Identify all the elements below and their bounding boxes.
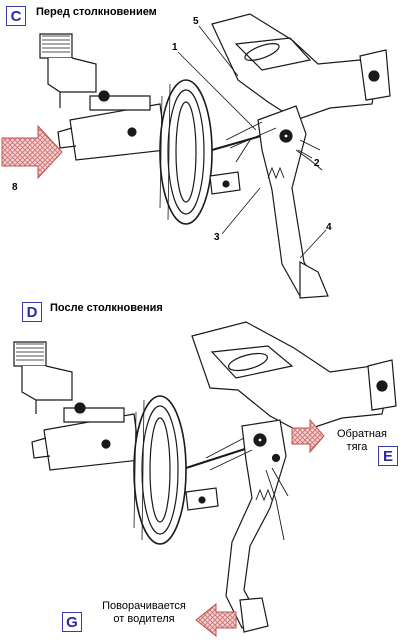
reverse-pull-line2: тяга: [346, 441, 368, 453]
callout-2: 2: [314, 158, 320, 169]
bottom-mount-bracket: [191, 321, 389, 433]
top-master-cylinder: [69, 103, 167, 161]
panel-c-heading: Перед столкновением: [36, 6, 157, 18]
callout-4: 4: [326, 222, 332, 233]
arrow-g-badge: G: [62, 612, 82, 632]
top-booster: [159, 79, 213, 225]
callout-5: 5: [193, 16, 199, 27]
side-label-8: 8: [12, 182, 18, 193]
reverse-pull-arrow: [291, 418, 325, 454]
bottom-booster: [133, 395, 187, 545]
arrow-e-badge: E: [378, 446, 398, 466]
reverse-pull-line1: Обратная: [336, 428, 388, 440]
reverse-pull-label: Обратная тяга: [332, 428, 392, 454]
rotate-away-line1: Поворачивается: [102, 600, 186, 612]
top-reservoir: [39, 33, 73, 59]
panel-d-heading: После столкновения: [50, 302, 163, 314]
bottom-assembly: [13, 321, 397, 633]
top-mount-bracket: [211, 13, 377, 121]
callout-1: 1: [172, 42, 178, 53]
rotate-away-arrow: [195, 602, 237, 638]
rotate-away-line2: от водителя: [113, 613, 175, 625]
top-assembly: [39, 13, 391, 299]
panel-c-badge: C: [6, 6, 26, 26]
rotate-away-label: Поворачивается от водителя: [90, 600, 198, 626]
callout-3: 3: [214, 232, 220, 243]
bottom-reservoir: [13, 341, 47, 367]
panel-d-badge: D: [22, 302, 42, 322]
impact-arrow: [1, 124, 63, 180]
